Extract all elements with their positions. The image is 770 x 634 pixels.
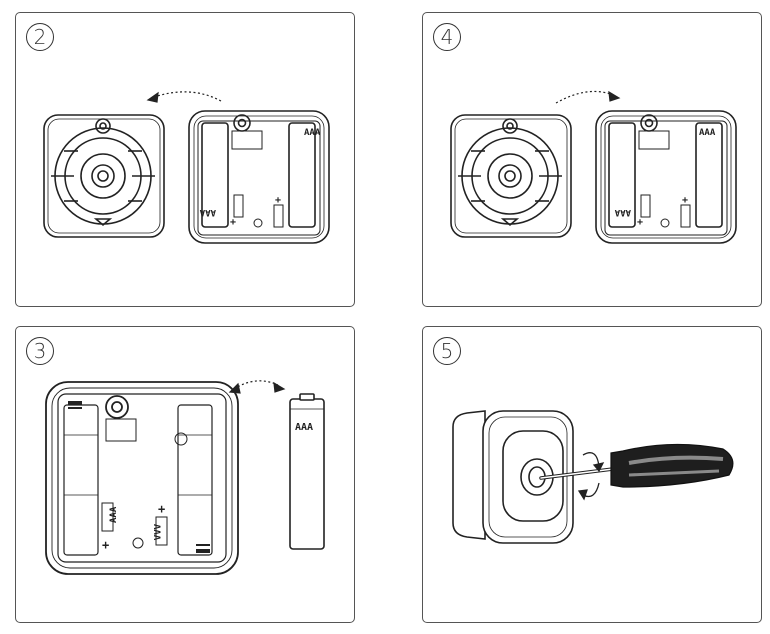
step-panel-3: 3 AAA AAA + +	[15, 326, 355, 623]
step-panel-4: 4	[422, 12, 762, 307]
step-number: 5	[433, 337, 461, 365]
device-back-open	[595, 110, 737, 244]
step-4-illustration: AAA AAA + +	[450, 90, 737, 244]
battery-label: AAA	[304, 128, 321, 138]
step-panel-2: 2	[15, 12, 355, 307]
plus-sign: +	[158, 502, 165, 516]
device-back-open-large	[45, 381, 239, 575]
step-panel-5: 5	[422, 326, 762, 623]
plus-sign: +	[682, 195, 688, 206]
spring-contacts	[68, 401, 210, 553]
screwdriver-icon	[539, 443, 734, 488]
aaa-battery	[289, 393, 325, 550]
step-number: 3	[26, 337, 54, 365]
plus-sign: +	[102, 538, 109, 552]
battery-label: AAA	[699, 128, 716, 138]
dotted-arrow-left-icon	[146, 91, 222, 103]
plus-sign: +	[637, 217, 643, 228]
battery-label-inverted: AAA	[199, 207, 216, 217]
mounting-plate	[450, 114, 572, 238]
plus-sign: +	[230, 217, 236, 228]
device-back-open	[188, 110, 330, 244]
battery-label: AAA	[109, 506, 119, 523]
mounting-plate	[43, 114, 165, 238]
step-5-illustration	[452, 410, 734, 544]
battery-label-inverted: AAA	[614, 207, 631, 217]
dotted-arrow-right-icon	[228, 380, 286, 394]
rotate-arrows-icon	[577, 452, 605, 501]
battery-label: AAA	[295, 422, 313, 433]
battery-label: AAA	[151, 524, 161, 541]
wall-mounted-device	[452, 410, 574, 544]
plus-sign: +	[275, 195, 281, 206]
step-number: 4	[433, 23, 461, 51]
dotted-arrow-right-icon	[555, 90, 621, 104]
step-2-illustration: AAA AAA + +	[43, 91, 330, 244]
step-number: 2	[26, 23, 54, 51]
step-3-illustration: AAA AAA + + AAA	[45, 380, 325, 575]
